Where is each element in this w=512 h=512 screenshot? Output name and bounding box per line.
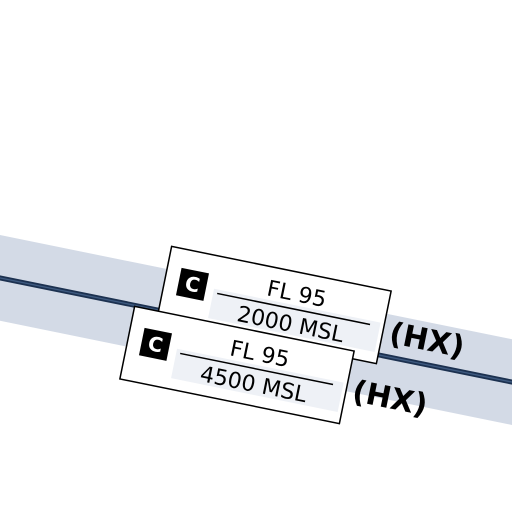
altitude-divider: [180, 352, 334, 386]
airspace-label-2[interactable]: C FL 95 4500 MSL: [118, 305, 356, 425]
label-inner-band: [171, 348, 344, 413]
class-letter: C: [183, 271, 202, 297]
airspace-label-1[interactable]: C FL 95 2000 MSL: [155, 245, 393, 365]
label-inner-band: [208, 288, 381, 353]
class-letter: C: [146, 331, 165, 357]
altitude-divider: [217, 292, 371, 326]
class-c-badge: [138, 327, 172, 361]
class-c-badge: [175, 267, 209, 301]
